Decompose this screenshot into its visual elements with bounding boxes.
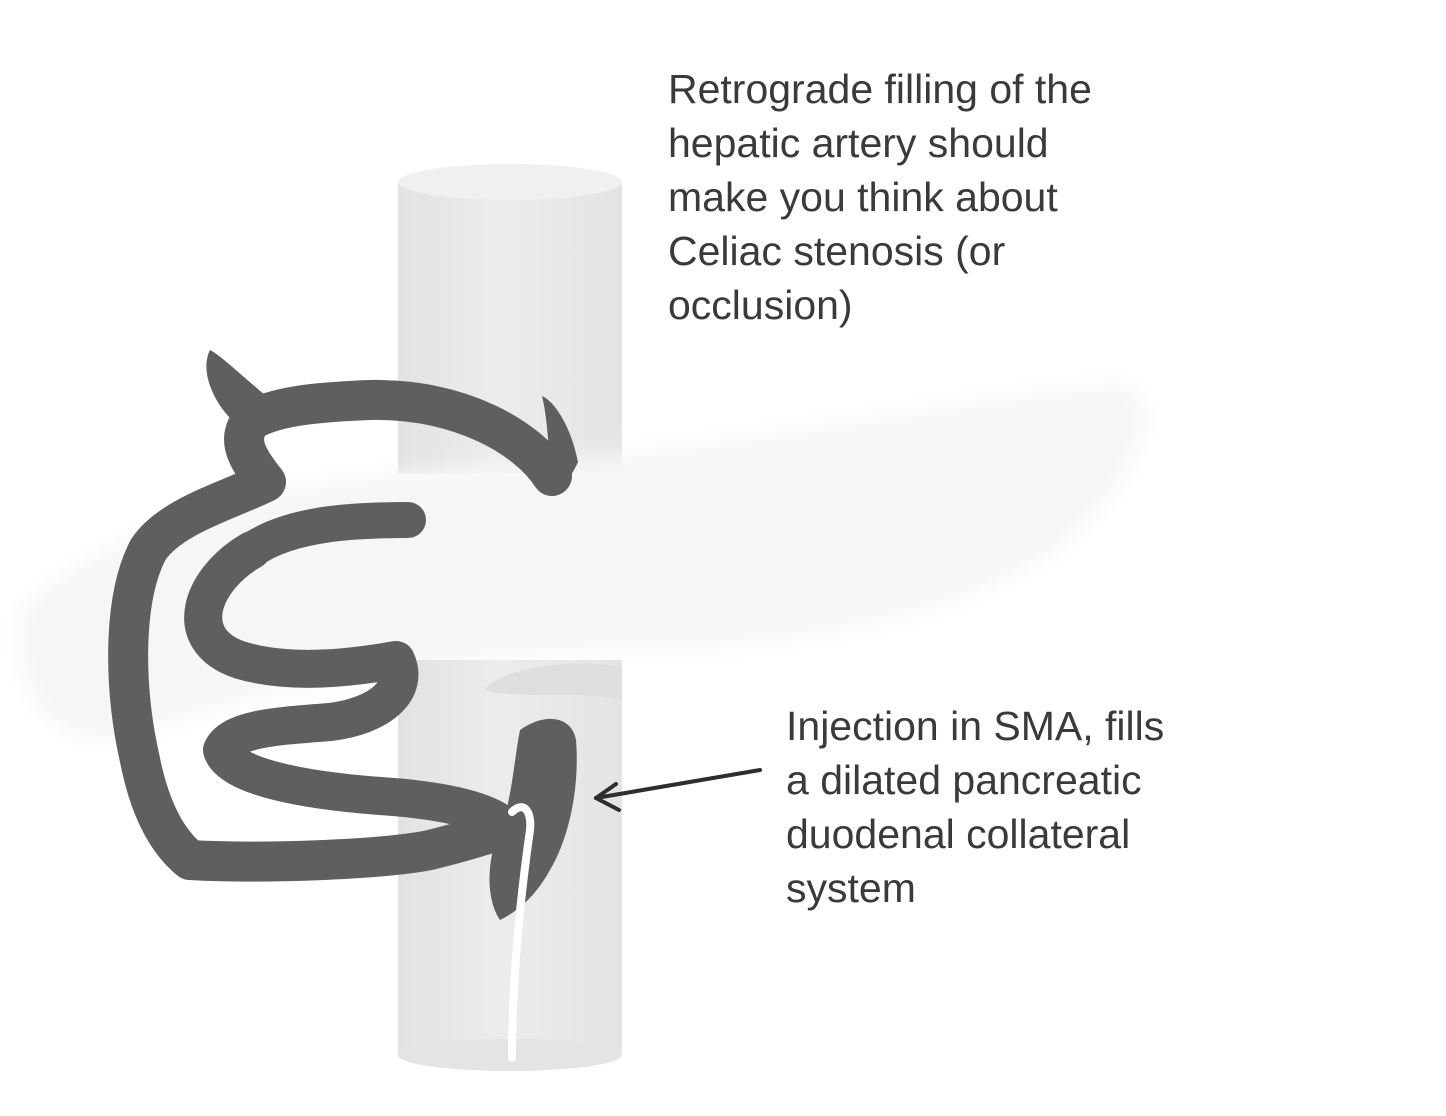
annotation-line: Retrograde filling of the: [668, 66, 1092, 112]
annotation-line: duodenal collateral: [786, 811, 1131, 857]
pointer-arrow: [594, 768, 762, 812]
annotation-line: system: [786, 865, 916, 911]
annotation-line: hepatic artery should: [668, 120, 1049, 166]
sma-injection-annotation: Injection in SMA, fills a dilated pancre…: [786, 699, 1164, 915]
annotation-line: make you think about: [668, 174, 1058, 220]
annotation-line: Injection in SMA, fills: [786, 703, 1165, 749]
annotation-line: occlusion): [668, 282, 853, 328]
annotation-line: a dilated pancreatic: [786, 757, 1142, 803]
annotation-line: Celiac stenosis (or: [668, 228, 1006, 274]
celiac-stenosis-annotation: Retrograde filling of the hepatic artery…: [668, 62, 1092, 332]
collateral-vessel: [108, 350, 578, 920]
sma-vessel: [508, 803, 535, 1062]
